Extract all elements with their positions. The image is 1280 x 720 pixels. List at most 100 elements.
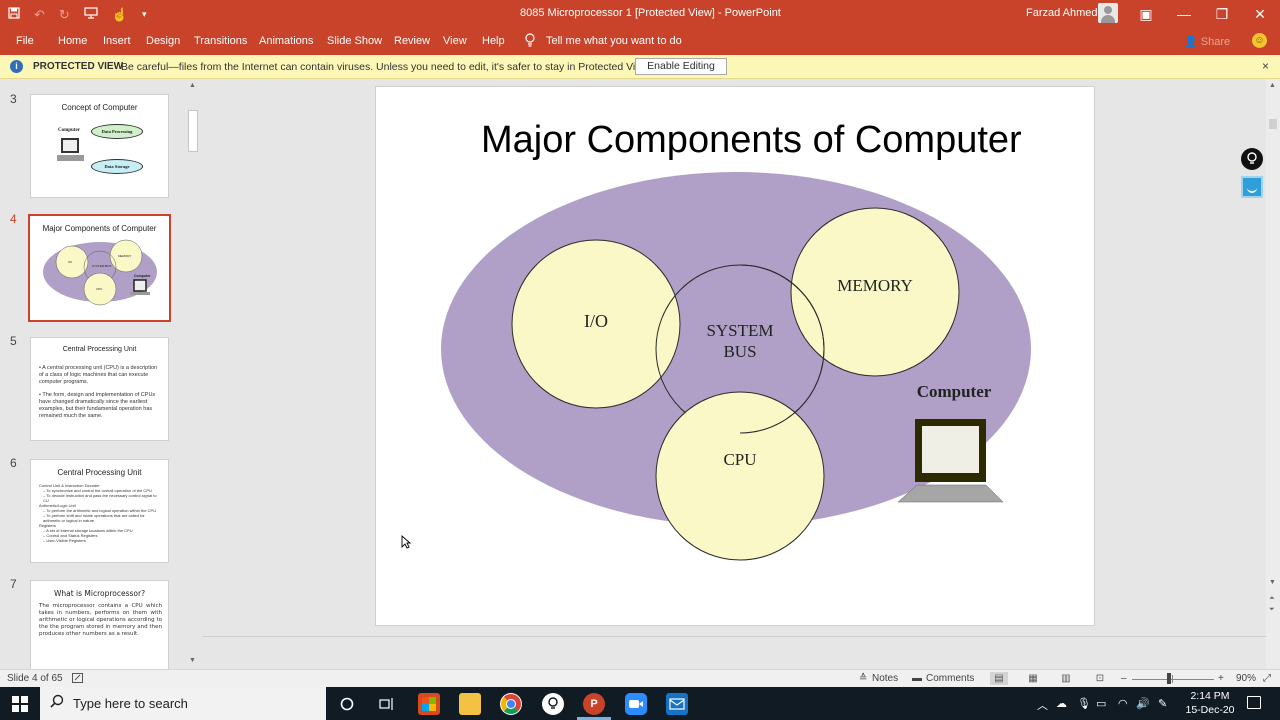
slide-thumbnail-4[interactable]: Major Components of Computer I/O MEMORY … bbox=[28, 214, 171, 322]
scroll-up-icon[interactable]: ▲ bbox=[189, 82, 196, 89]
next-slide-icon[interactable]: ⏷ bbox=[1269, 606, 1275, 613]
tell-me-search[interactable]: Tell me what you want to do bbox=[546, 35, 682, 47]
quick-access-toolbar: ↶ ↻ ☝ ▾ bbox=[8, 0, 147, 28]
tab-animations[interactable]: Animations bbox=[259, 35, 314, 47]
tab-file[interactable]: File bbox=[16, 35, 34, 47]
mouse-cursor-icon bbox=[401, 535, 412, 552]
thumbnail-scrollbar[interactable]: ▲ ▼ bbox=[186, 80, 200, 668]
scrollbar-thumb[interactable] bbox=[188, 110, 198, 152]
tab-review[interactable]: Review bbox=[394, 35, 431, 47]
microphone-icon[interactable]: 🎙 bbox=[1077, 698, 1091, 710]
reading-view-icon[interactable]: ▥ bbox=[1061, 673, 1071, 684]
file-explorer-icon[interactable] bbox=[459, 693, 481, 715]
zoom-icon[interactable] bbox=[625, 693, 647, 715]
system-bus-label-line2: BUS bbox=[723, 342, 757, 361]
volume-icon[interactable]: 🔊 bbox=[1136, 698, 1150, 710]
windows-start-icon[interactable] bbox=[12, 696, 28, 712]
zoom-level[interactable]: 90% bbox=[1236, 673, 1257, 684]
maximize-button[interactable]: ❐ bbox=[1215, 6, 1229, 22]
scroll-down-icon[interactable]: ▼ bbox=[189, 657, 196, 664]
comments-icon[interactable]: ▬ bbox=[912, 673, 922, 684]
slide-number: 5 bbox=[10, 334, 17, 348]
undo-icon[interactable]: ↶ bbox=[34, 6, 45, 22]
present-icon[interactable] bbox=[84, 7, 98, 21]
document-title: 8085 Microprocessor 1 [Protected View] -… bbox=[520, 7, 781, 19]
tab-transitions[interactable]: Transitions bbox=[194, 35, 248, 47]
powerpoint-icon[interactable]: P bbox=[583, 693, 605, 715]
zoom-in-button[interactable]: + bbox=[1218, 673, 1224, 684]
thumbnail-label: MEMORY bbox=[118, 254, 132, 258]
accessibility-icon[interactable] bbox=[72, 673, 83, 686]
close-icon[interactable]: × bbox=[1262, 59, 1270, 73]
notes-icon[interactable]: ≙ bbox=[859, 673, 868, 684]
slide-thumbnail-3[interactable]: Concept of Computer Computer Data Proces… bbox=[30, 94, 169, 198]
tab-insert[interactable]: Insert bbox=[103, 35, 131, 47]
minimize-button[interactable]: — bbox=[1177, 6, 1191, 22]
lightbulb-icon[interactable] bbox=[524, 33, 536, 50]
tab-design[interactable]: Design bbox=[146, 35, 181, 47]
zoom-out-button[interactable]: – bbox=[1121, 673, 1127, 684]
thumbnail-title: What is Microprocessor? bbox=[53, 589, 146, 598]
slide-canvas[interactable]: Major Components of Computer I/O MEMORY … bbox=[375, 86, 1095, 626]
taskbar-search[interactable]: Type here to search bbox=[40, 687, 326, 720]
system-clock[interactable]: 2:14 PM 15-Dec-20 bbox=[1180, 689, 1240, 717]
tab-home[interactable]: Home bbox=[58, 35, 88, 47]
chrome-icon[interactable] bbox=[500, 693, 522, 715]
slide-thumbnail-7[interactable]: What is Microprocessor? The microprocess… bbox=[30, 580, 169, 669]
slide-thumbnail-6[interactable]: Central Processing Unit Control Unit & I… bbox=[30, 459, 169, 563]
computer-label: Computer bbox=[916, 382, 992, 401]
notification-center-icon[interactable] bbox=[1247, 696, 1261, 709]
customize-icon[interactable]: ▾ bbox=[142, 8, 147, 19]
office-icon[interactable] bbox=[418, 693, 440, 715]
onedrive-icon[interactable]: ☁ bbox=[1056, 698, 1067, 710]
lightbulb-addin-icon[interactable] bbox=[1241, 148, 1263, 170]
close-button[interactable]: ✕ bbox=[1254, 6, 1266, 22]
notes-button[interactable]: Notes bbox=[872, 673, 899, 684]
scroll-down-icon[interactable]: ▼ bbox=[1269, 579, 1276, 586]
thumbnail-title: Concept of Computer bbox=[61, 103, 138, 112]
addin-smile-icon[interactable] bbox=[1241, 176, 1263, 198]
scrollbar-thumb[interactable] bbox=[1269, 119, 1277, 129]
notes-divider[interactable] bbox=[202, 636, 1266, 637]
previous-slide-icon[interactable]: ⏶ bbox=[1269, 595, 1275, 602]
comments-button[interactable]: Comments bbox=[926, 673, 975, 684]
thumbnail-bullet: – User-Visible Registers bbox=[43, 538, 86, 543]
battery-icon[interactable]: ▭ bbox=[1096, 698, 1107, 710]
tab-view[interactable]: View bbox=[443, 35, 467, 47]
ribbon-display-options-icon[interactable]: ▣ bbox=[1139, 6, 1153, 22]
thumbnail-bullet: – To synchronize and control the overall… bbox=[43, 488, 152, 493]
thumbnail-bullet: • A central processing unit (CPU) is a d… bbox=[39, 365, 158, 385]
user-name[interactable]: Farzad Ahmed bbox=[1026, 7, 1098, 19]
editor-scrollbar[interactable]: ▲ ▼ ⏶ ⏷ bbox=[1266, 79, 1280, 669]
info-shield-icon: i bbox=[10, 60, 23, 73]
app-icon[interactable] bbox=[542, 693, 564, 715]
share-button[interactable]: 👤 Share bbox=[1184, 36, 1231, 48]
search-input[interactable]: Type here to search bbox=[73, 696, 188, 711]
show-hidden-icons-icon[interactable]: ︿ bbox=[1037, 700, 1048, 712]
avatar[interactable] bbox=[1098, 3, 1118, 23]
search-icon bbox=[50, 694, 64, 712]
ribbon-tabs: File Home Insert Design Transitions Anim… bbox=[0, 28, 1280, 55]
zoom-slider[interactable] bbox=[1132, 679, 1214, 680]
zoom-slider-knob[interactable] bbox=[1167, 673, 1171, 684]
enable-editing-button[interactable]: Enable Editing bbox=[635, 58, 727, 75]
slide-thumbnail-5[interactable]: Central Processing Unit • A central proc… bbox=[30, 337, 169, 441]
mail-icon[interactable] bbox=[666, 693, 688, 715]
touch-mode-icon[interactable]: ☝ bbox=[111, 6, 128, 22]
redo-icon[interactable]: ↻ bbox=[58, 6, 70, 22]
scroll-up-icon[interactable]: ▲ bbox=[1269, 82, 1276, 89]
tab-slide-show[interactable]: Slide Show bbox=[327, 35, 383, 47]
task-view-icon[interactable] bbox=[376, 693, 398, 715]
fit-to-window-icon[interactable]: ⤢ bbox=[1263, 673, 1271, 684]
normal-view-icon[interactable]: ▤ bbox=[990, 672, 1008, 685]
tab-help[interactable]: Help bbox=[482, 35, 505, 47]
feedback-smiley-icon[interactable]: ☺ bbox=[1252, 33, 1267, 48]
pen-icon[interactable]: ✎ bbox=[1158, 698, 1168, 710]
slide-sorter-icon[interactable]: ▦ bbox=[1028, 673, 1038, 684]
keyboard-shape bbox=[897, 484, 1004, 503]
cortana-icon[interactable] bbox=[336, 693, 358, 715]
page-title[interactable]: Major Components of Computer bbox=[481, 119, 1022, 161]
save-icon[interactable] bbox=[8, 7, 20, 21]
wifi-icon[interactable]: ◠ bbox=[1118, 698, 1128, 710]
slide-show-icon[interactable]: ⊡ bbox=[1095, 673, 1105, 684]
